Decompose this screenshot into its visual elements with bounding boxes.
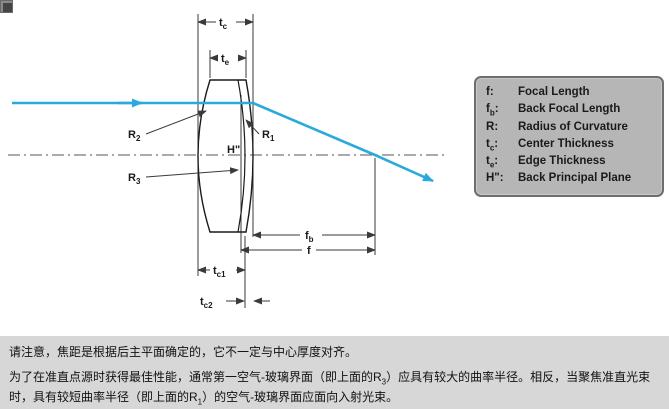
legend-desc: Center Thickness (518, 137, 614, 150)
doublet-lens (197, 79, 254, 233)
legend-symbol: H": (486, 172, 504, 185)
light-ray (12, 98, 434, 183)
refracted-ray (252, 101, 434, 183)
legend-symbol: te: (486, 155, 499, 170)
achromatic-lens-diagram: tc te R2 R1 R3 H" fb f tc1 tc2 (8, 14, 446, 310)
legend-symbol: tc: (486, 137, 499, 153)
note-line-2: 为了在准直点源时获得最佳性能，通常第一空气-玻璃界面（即上面的R3）应具有较大的… (9, 370, 651, 407)
legend-symbol: R: (486, 120, 499, 133)
label-r3: R3 (128, 172, 141, 186)
r2-pointer-arrow (145, 110, 207, 135)
label-fb: fb (305, 230, 314, 244)
corner-stamp-icon (0, 0, 13, 13)
legend-symbol: fb: (486, 103, 499, 118)
r3-pointer-arrow (145, 167, 239, 178)
dimension-lines (145, 18, 376, 305)
legend-desc: Focal Length (518, 86, 590, 98)
label-tc2: tc2 (200, 296, 213, 310)
cemented-interface (237, 79, 246, 233)
note-line-1: 请注意，焦距是根据后主平面确定的，它不一定与中心厚度对齐。 (9, 345, 358, 359)
lens-outline (197, 79, 254, 233)
legend-symbol: f: (486, 86, 494, 98)
label-te: te (221, 53, 230, 67)
label-f: f (307, 245, 311, 257)
label-r1: R1 (262, 129, 275, 143)
legend-desc: Edge Thickness (518, 155, 606, 168)
notes-panel: 请注意，焦距是根据后主平面确定的，它不一定与中心厚度对齐。 为了在准直点源时获得… (0, 336, 669, 409)
label-tc1: tc1 (213, 265, 226, 279)
label-r2: R2 (128, 129, 141, 143)
label-h-double-prime: H" (227, 144, 240, 156)
legend-desc: Radius of Curvature (518, 120, 628, 133)
legend-desc: Back Focal Length (518, 103, 621, 116)
legend-desc: Back Principal Plane (518, 172, 632, 185)
label-tc: tc (219, 17, 228, 31)
r1-pointer-arrow (245, 119, 260, 135)
legend-box: f: Focal Length fb: Back Focal Length R:… (474, 76, 664, 197)
